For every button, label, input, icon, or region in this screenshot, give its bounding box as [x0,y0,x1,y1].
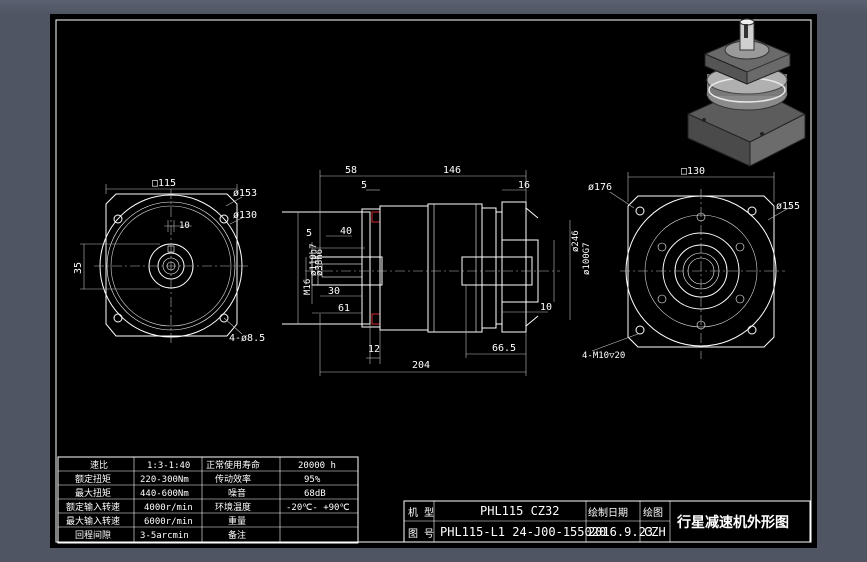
spec-rlabel-4: 重量 [228,515,246,527]
dim-right-holes: 4-M10▽20 [582,351,625,361]
right-inner-hole-r2 [735,294,745,304]
left-hole-br [219,313,229,323]
spec-rlabel-2: 噪音 [228,487,246,499]
left-hole-bl [113,313,123,323]
dim-left-height: 35 [73,262,84,274]
right-inner-hole-l [657,242,667,252]
spec-rlabel-1: 传动效率 [215,473,251,485]
dim-side-dia-left: ø110h7 [309,243,319,276]
dim-right-d176: ø176 [588,182,612,193]
spec-rvalue-0: 20000 h [298,461,336,471]
dim-side-40: 40 [340,226,352,237]
cad-drawing: □115 ø153 ø130 10 35 4-ø8.5 [55,18,812,544]
spec-rvalue-1: 95% [304,475,321,485]
drawing-title: 行星减速机外形图 [676,514,789,531]
spec-label-5: 回程间隙 [75,529,111,541]
side-body-3 [481,207,497,329]
title-label-model: 机 型 [408,506,434,519]
side-red-mark-bottom [371,313,381,325]
side-output-flange [501,201,527,333]
right-hole-br [747,325,757,335]
dim-left-holes: 4-ø8.5 [229,333,265,344]
right-flange-outline [627,195,775,348]
left-circle-3 [110,205,232,327]
side-output-bore [501,239,539,303]
left-hole-tl [113,214,123,224]
dim-side-5a: 5 [361,180,367,191]
dim-left-d130: ø130 [233,210,257,221]
side-body-1 [379,205,429,331]
title-label-date: 绘制日期 [588,506,628,519]
dim-side-58: 58 [345,165,357,176]
side-red-mark-top [371,211,381,223]
left-hole-tr [219,214,229,224]
side-body-2 [427,203,483,333]
drawing-canvas[interactable]: □115 ø153 ø130 10 35 4-ø8.5 [50,14,817,548]
title-date: 2016.9.23 [588,525,653,539]
title-drawing-number: PHL115-L1 24-J00-155020 [440,525,606,539]
right-hole-tl [635,206,645,216]
left-flange-outline [105,193,238,337]
spec-value-0: 1:3-1:40 [147,461,190,471]
dim-side-146: 146 [443,165,461,176]
dim-side-66: 66.5 [492,343,516,354]
spec-value-1: 220-300Nm [140,475,189,485]
spec-rlabel-0: 正常使用寿命 [206,459,260,471]
right-inner-hole-l2 [657,294,667,304]
dim-left-square: □115 [152,178,176,189]
side-adapter [282,211,371,325]
side-shaft-key [321,263,363,278]
spec-rlabel-5: 备注 [228,529,246,541]
spec-rvalue-2: 68dB [304,489,326,499]
dim-side-204: 204 [412,360,430,371]
dim-right-d155: ø155 [776,201,800,212]
title-author: CZH [644,525,666,539]
spec-value-5: 3-5arcmin [140,531,189,541]
spec-label-0: 速比 [90,459,108,471]
side-view: 58 146 5 16 5 40 ø110h7 ø38h6 M16 30 61 … [282,165,592,376]
dim-left-key: 10 [179,221,190,231]
right-hole-bl [635,325,645,335]
dim-side-100: ø100G7 [582,242,592,275]
right-hole-tr [747,206,757,216]
spec-rlabel-3: 环境温度 [215,501,251,513]
right-front-view: □130 ø176 ø155 4-M10▽20 [582,166,800,361]
dim-right-square: □130 [681,166,705,177]
right-inner-hole-r [735,242,745,252]
dim-side-10: 10 [540,302,552,313]
dim-side-246: ø246 [571,230,581,252]
title-label-drawer: 绘图 [643,506,663,519]
spec-value-3: 4000r/min [144,503,193,513]
title-model: PHL115 CZ32 [480,504,559,518]
dim-side-5b: 5 [306,228,312,239]
spec-label-3: 额定输入转速 [66,501,120,513]
dim-side-16: 16 [518,180,530,191]
dim-side-61: 61 [338,303,350,314]
title-block: 机 型 PHL115 CZ32 绘制日期 绘图 图 号 PHL115-L1 24… [403,500,811,543]
dim-side-30: 30 [328,286,340,297]
dim-left-d153: ø153 [233,188,257,199]
spec-table: 速比 额定扭矩 最大扭矩 额定输入转速 最大输入转速 回程间隙 1:3-1:40… [57,456,359,544]
spec-label-1: 额定扭矩 [75,473,111,485]
title-label-drawing-no: 图 号 [408,528,434,540]
left-front-view: □115 ø153 ø130 10 35 4-ø8.5 [73,178,265,344]
dim-side-m16: M16 [303,279,313,295]
dim-side-key-dia: ø38h6 [315,249,325,276]
spec-value-2: 440-600Nm [140,489,189,499]
dim-side-12: 12 [368,344,380,355]
spec-value-4: 6000r/min [144,517,193,527]
spec-label-2: 最大扭矩 [75,487,111,499]
spec-label-4: 最大输入转速 [66,515,120,527]
product-iso-view [687,18,806,167]
side-adapter-flange [361,208,381,328]
spec-rvalue-3: -20℃- +90℃ [286,503,350,513]
